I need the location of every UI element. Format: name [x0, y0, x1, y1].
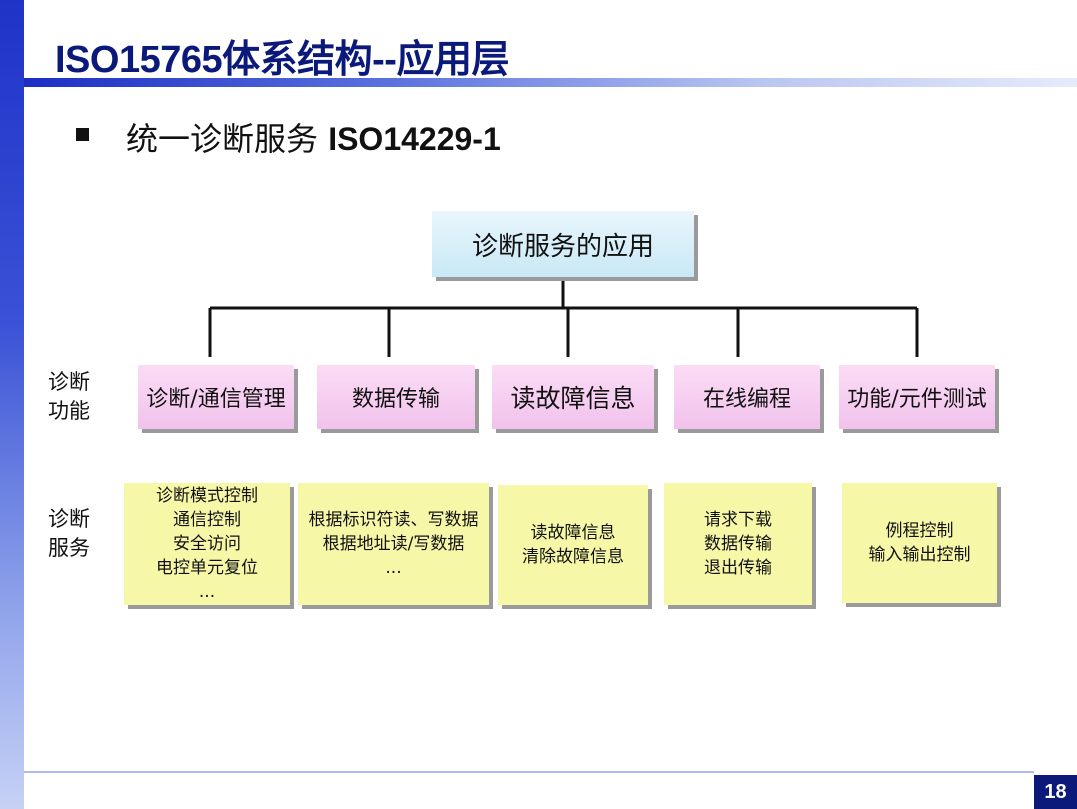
bullet-text-cn: 统一诊断服务: [126, 120, 329, 158]
bullet-square-icon: [76, 128, 89, 141]
service-node-1: 诊断模式控制 通信控制 安全访问 电控单元复位 ...: [124, 483, 290, 605]
service-line: 安全访问: [173, 534, 241, 554]
side-label-services: 诊断 服务: [48, 505, 90, 563]
service-line: 根据标识符读、写数据: [308, 510, 479, 530]
function-node-read-fault-info: 读故障信息: [492, 365, 654, 429]
footer-rule: [24, 771, 1034, 773]
side-label-line: 诊断: [48, 370, 90, 394]
service-node-4: 请求下载 数据传输 退出传输: [664, 483, 812, 605]
function-node-online-programming: 在线编程: [674, 365, 820, 429]
service-line: 诊断模式控制: [156, 486, 258, 506]
service-line: ...: [385, 558, 402, 578]
function-node-component-test: 功能/元件测试: [839, 365, 995, 429]
service-line: ...: [198, 582, 216, 602]
service-node-2: 根据标识符读、写数据 根据地址读/写数据 ...: [298, 483, 489, 605]
bullet-text-standard: ISO14229-1: [328, 121, 501, 157]
service-line: 数据传输: [704, 534, 772, 554]
service-line: 通信控制: [173, 510, 241, 530]
side-label-line: 诊断: [48, 507, 90, 531]
left-accent-bar: [0, 0, 24, 809]
title-underline: [24, 78, 1077, 87]
service-line: 退出传输: [704, 558, 772, 578]
side-label-line: 服务: [48, 536, 90, 560]
service-line: 电控单元复位: [156, 558, 258, 578]
service-node-3: 读故障信息 清除故障信息: [498, 485, 648, 605]
service-line: 清除故障信息: [522, 547, 624, 567]
service-line: 请求下载: [704, 510, 772, 530]
service-line: 输入输出控制: [868, 545, 971, 565]
slide-title: ISO15765体系结构--应用层: [55, 39, 509, 81]
bullet-text: 统一诊断服务 ISO14229-1: [126, 114, 501, 160]
side-label-functions: 诊断 功能: [48, 368, 90, 426]
service-line: 读故障信息: [530, 523, 616, 543]
side-label-line: 功能: [48, 399, 90, 423]
function-node-comm-management: 诊断/通信管理: [138, 365, 294, 429]
root-node: 诊断服务的应用: [432, 211, 694, 277]
service-line: 例程控制: [885, 521, 954, 541]
page-number: 18: [1034, 775, 1077, 809]
function-node-data-transfer: 数据传输: [317, 365, 475, 429]
service-node-5: 例程控制 输入输出控制: [842, 483, 997, 603]
service-line: 根据地址读/写数据: [322, 534, 465, 554]
